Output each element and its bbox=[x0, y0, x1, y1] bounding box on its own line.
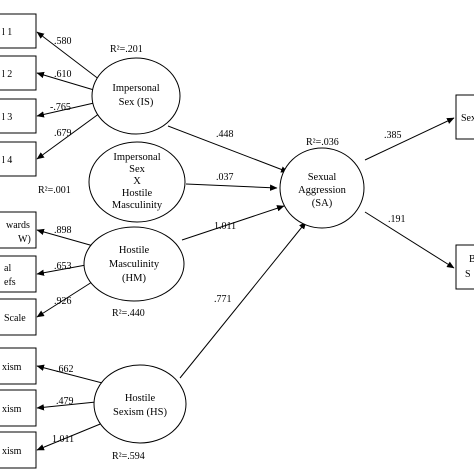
indicator-label-hm-2b: efs bbox=[4, 277, 16, 288]
indicator-box-is-1 bbox=[0, 13, 37, 49]
path-coef-sa-o2: .191 bbox=[388, 214, 406, 225]
indicator-label-is-1: l 1 bbox=[2, 27, 12, 38]
arrow-is-3 bbox=[36, 102, 95, 118]
outcome-box-2 bbox=[455, 244, 474, 290]
arrow-is-1 bbox=[36, 31, 101, 81]
indicator-box-hs-1 bbox=[0, 347, 37, 385]
loading-is-3: -.765 bbox=[50, 102, 71, 113]
indicator-box-hm-2 bbox=[0, 255, 37, 293]
loading-is-4: .679 bbox=[54, 128, 72, 139]
path-coef-is-sa: .448 bbox=[216, 129, 234, 140]
arrow-hm-3 bbox=[36, 281, 93, 318]
r2-sa: R²=.036 bbox=[306, 137, 339, 148]
path-arrows bbox=[36, 31, 455, 451]
r2-interaction: R²=.001 bbox=[38, 185, 71, 196]
indicator-label-hs-1: xism bbox=[2, 362, 22, 373]
arrow-hs-sa bbox=[179, 221, 307, 379]
latent-hm-label-2: Masculinity bbox=[109, 259, 160, 270]
latent-hs-label-2: Sexism (HS) bbox=[113, 407, 167, 418]
latent-sa-label-3: (SA) bbox=[312, 198, 333, 209]
path-coef-sa-o1: .385 bbox=[384, 130, 402, 141]
loading-is-2: .610 bbox=[54, 69, 72, 80]
loading-hm-3: .926 bbox=[54, 296, 72, 307]
indicator-label-hm-1b: W) bbox=[18, 234, 31, 245]
arrow-sa-o1 bbox=[364, 117, 455, 161]
loading-is-1: .580 bbox=[54, 36, 72, 47]
latent-is-label-1: Impersonal bbox=[112, 83, 159, 94]
indicator-label-hm-3: Scale bbox=[4, 313, 26, 324]
indicator-box-hm-3b bbox=[0, 298, 37, 336]
outcome-label-2a: B bbox=[469, 254, 474, 265]
latent-int-label-4: Hostile bbox=[122, 188, 153, 199]
arrow-hs-1 bbox=[36, 364, 111, 386]
loading-hs-3: 1.011 bbox=[52, 434, 74, 445]
indicator-label-hs-3: xism bbox=[2, 446, 22, 457]
latent-hs-ellipse bbox=[93, 364, 187, 444]
indicator-boxes bbox=[0, 13, 474, 469]
indicator-box-is-2 bbox=[0, 55, 37, 91]
indicator-label-hs-2: xism bbox=[2, 404, 22, 415]
latent-sa-label-1: Sexual bbox=[308, 172, 337, 183]
arrow-hs-3 bbox=[36, 419, 111, 451]
outcome-box-1 bbox=[455, 94, 474, 140]
arrow-hm-1 bbox=[36, 228, 98, 248]
latent-hm-ellipse bbox=[83, 226, 185, 302]
loading-hs-1: .662 bbox=[56, 364, 74, 375]
arrow-hm-2 bbox=[36, 264, 87, 276]
path-coef-int-sa: .037 bbox=[216, 172, 234, 183]
arrow-is-sa bbox=[167, 125, 289, 173]
indicator-box-hs-2 bbox=[0, 389, 37, 427]
latent-interaction-ellipse bbox=[88, 141, 186, 223]
latent-sa-label-2: Aggression bbox=[298, 185, 347, 196]
latent-int-label-1: Impersonal bbox=[113, 152, 160, 163]
loading-hm-1: .898 bbox=[54, 225, 72, 236]
indicator-label-hm-1a: wards bbox=[6, 220, 30, 231]
indicator-box-is-4 bbox=[0, 141, 37, 177]
indicator-label-is-3: l 3 bbox=[2, 112, 12, 123]
latent-hm-label-1: Hostile bbox=[119, 245, 150, 256]
indicator-label-is-2: l 2 bbox=[2, 69, 12, 80]
latent-hm-label-3: (HM) bbox=[122, 273, 146, 284]
indicator-label-is-4: l 4 bbox=[2, 155, 12, 166]
latent-int-label-5: Masculinity bbox=[112, 200, 163, 211]
arrow-is-2 bbox=[36, 71, 95, 91]
loading-hs-2: .479 bbox=[56, 396, 74, 407]
latent-sa-ellipse bbox=[279, 147, 365, 229]
indicator-label-hm-2a: al bbox=[4, 263, 11, 274]
latent-int-label-3: X bbox=[133, 176, 141, 187]
outcome-label-1: Sex bbox=[461, 113, 474, 124]
path-coef-hs-sa: .771 bbox=[214, 294, 232, 305]
arrow-int-sa bbox=[185, 183, 278, 191]
outcome-label-2b: S bbox=[465, 269, 471, 280]
latent-hs-label-1: Hostile bbox=[125, 393, 156, 404]
arrow-sa-o2 bbox=[364, 211, 455, 269]
arrow-hs-2 bbox=[36, 401, 97, 411]
indicator-box-is-3 bbox=[0, 98, 37, 134]
indicator-box-hs-3 bbox=[0, 431, 37, 469]
path-coef-hm-sa: 1.011 bbox=[214, 221, 236, 232]
latent-int-label-2: Sex bbox=[129, 164, 146, 175]
arrow-hm-sa bbox=[181, 205, 285, 241]
r2-is: R²=.201 bbox=[110, 44, 143, 55]
arrow-is-4 bbox=[36, 112, 101, 160]
loading-hm-2: .653 bbox=[54, 261, 72, 272]
r2-hs: R²=.594 bbox=[112, 451, 145, 462]
r2-hm: R²=.440 bbox=[112, 308, 145, 319]
indicator-box-hm-1 bbox=[0, 211, 37, 249]
latent-is-label-2: Sex (IS) bbox=[119, 97, 154, 108]
latent-is-ellipse bbox=[91, 57, 181, 135]
